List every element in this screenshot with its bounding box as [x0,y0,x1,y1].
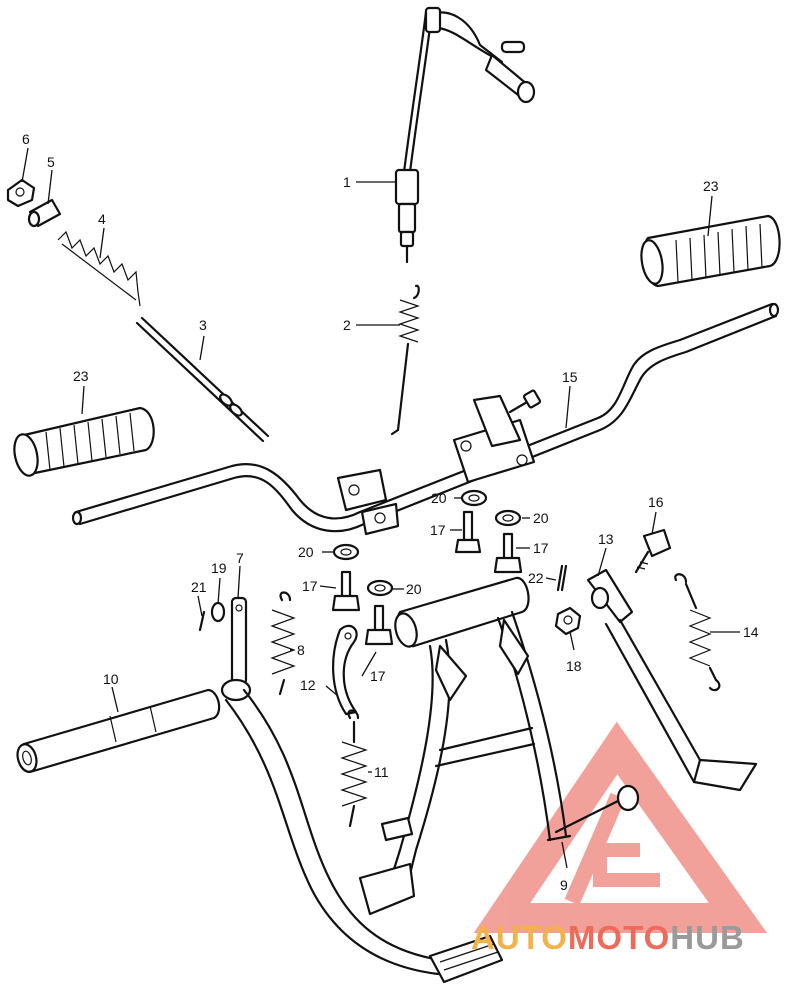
callout-15: 15 [562,369,578,385]
callout-13: 13 [598,531,614,547]
bolt-17c-part [331,570,361,612]
bolt-17d-part [364,604,394,646]
side-stand-bolt-part [634,528,672,574]
callout-10: 10 [103,671,119,687]
callouts: 1 2 3 4 5 6 7 8 9 10 11 12 13 14 15 16 1… [22,131,759,893]
handlebar-grip-right-part [640,214,781,288]
callout-20a: 20 [431,490,447,506]
callout-20d: 20 [406,581,422,597]
callout-21: 21 [191,579,207,595]
callout-23a: 23 [703,178,719,194]
return-spring-rod-part [390,284,420,436]
callout-17b: 17 [533,540,549,556]
callout-20c: 20 [298,544,314,560]
leader-lines [21,147,740,869]
brake-pedal-part [220,596,504,984]
callout-18: 18 [566,658,582,674]
pivot-pipe-part [16,688,221,774]
bolt-17a-part [454,510,482,554]
bolt-17b-part [493,532,523,574]
callout-8: 8 [297,642,305,658]
handlebar-part [71,302,780,536]
adjuster-nut-part [6,178,36,208]
callout-23b: 23 [73,368,89,384]
cable-switch-part [394,6,536,264]
cotter-pin-21-part [198,610,206,632]
washer-20a-part [460,489,488,507]
pedal-spring-part [270,591,296,696]
handlebar-grip-left-part [13,406,155,477]
cotter-pin-22-part [556,564,568,592]
callout-17c: 17 [302,578,318,594]
main-stand-part [358,576,640,916]
collar-part [27,198,62,228]
washer-20b-part [494,509,522,527]
spring-hook-part [332,624,358,716]
callout-11: 11 [374,764,389,780]
stand-spring-part [340,709,368,828]
callout-1: 1 [343,174,351,190]
watermark-moto: MOTO [568,919,670,956]
callout-7: 7 [236,550,244,566]
watermark-logo-icon [473,721,768,933]
callout-12: 12 [300,677,316,693]
callout-17d: 17 [370,668,386,684]
side-stand-spring-part [674,573,721,692]
callout-6: 6 [22,131,30,147]
watermark-text: AUTOMOTOHUB [471,919,745,956]
watermark-hub: HUB [670,919,745,956]
watermark-auto: AUTO [471,919,568,956]
callout-17a: 17 [430,522,446,538]
callout-14: 14 [743,624,759,640]
callout-20b: 20 [533,510,549,526]
brake-rod-spring-part [57,230,141,307]
callout-16: 16 [648,494,664,510]
side-stand-part [586,568,758,792]
svg-text:AUTOMOTOHUB: AUTOMOTOHUB [471,919,745,956]
brake-rod-part [135,316,270,443]
callout-5: 5 [47,154,55,170]
washer-20d-part [366,579,394,597]
callout-4: 4 [98,211,106,227]
washer-20c-part [332,543,360,561]
washer-19-part [210,601,226,623]
callout-19: 19 [211,560,227,576]
callout-22: 22 [528,570,544,586]
callout-2: 2 [343,317,351,333]
callout-9: 9 [560,877,568,893]
nut-18-part [554,606,582,636]
callout-3: 3 [199,317,207,333]
